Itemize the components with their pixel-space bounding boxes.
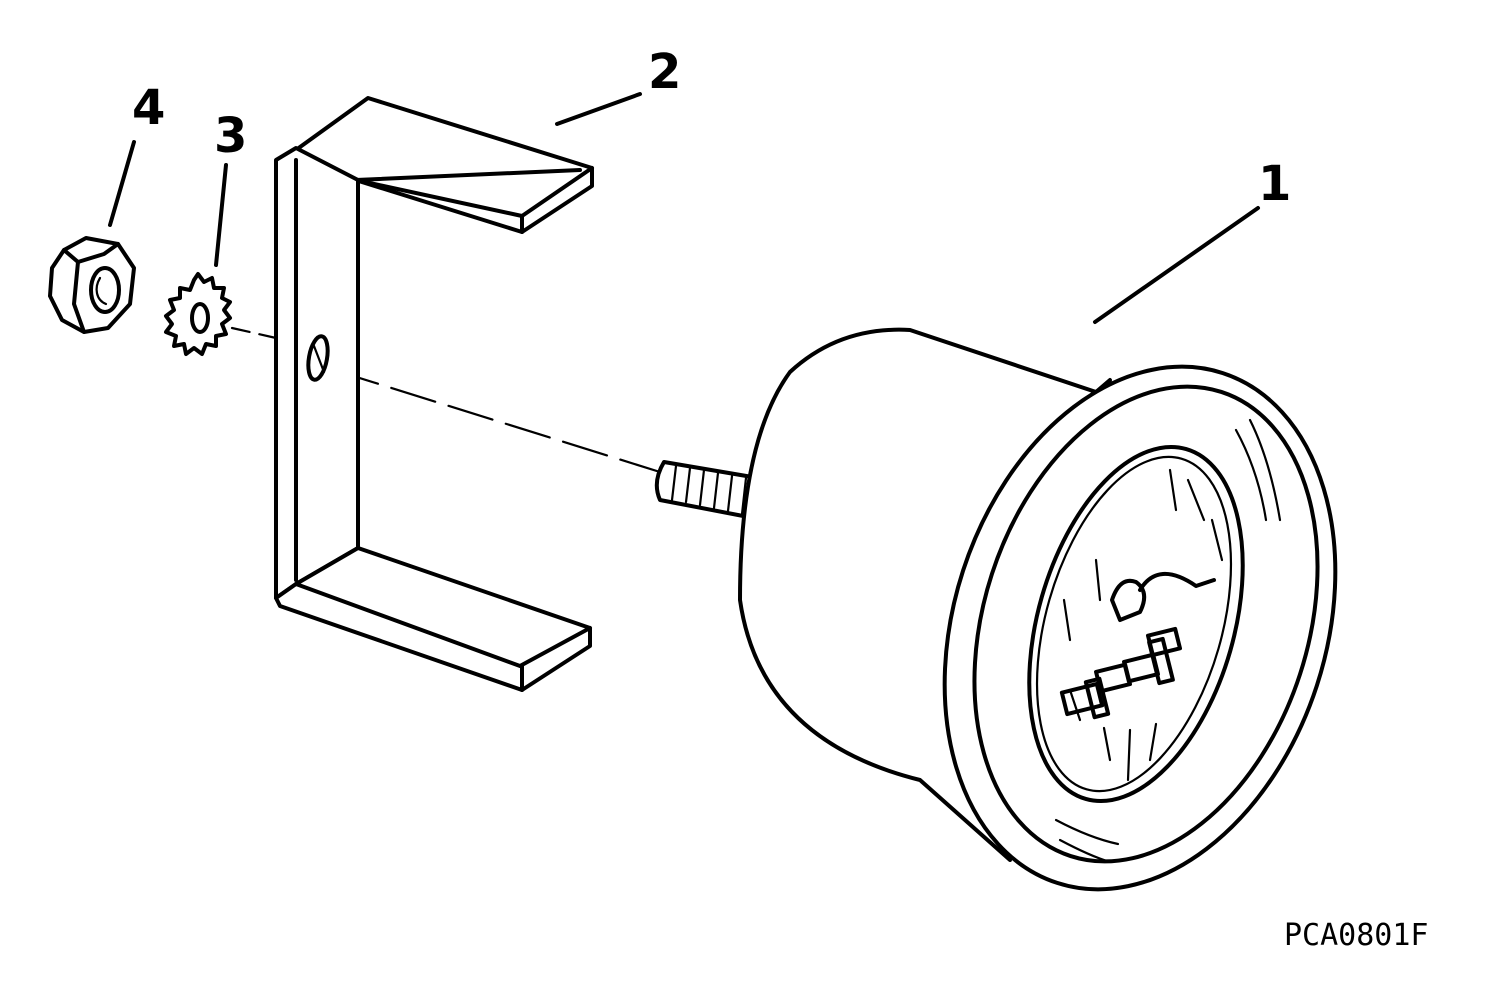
gauge [654, 327, 1338, 892]
callout-4: 4 [132, 80, 166, 136]
figure-code: PCA0801F [1284, 918, 1429, 953]
leader-line-3 [214, 163, 228, 267]
leader-line-2 [555, 92, 642, 126]
dial-markings [1059, 468, 1224, 782]
assembly-axis [230, 326, 662, 474]
hex-nut [48, 236, 136, 334]
mounting-bracket [274, 96, 594, 692]
callout-3: 3 [214, 108, 248, 164]
callout-1: 1 [1258, 156, 1292, 212]
lock-washer [164, 272, 232, 356]
leader-line-4 [108, 140, 136, 227]
gauge-dial [1027, 444, 1245, 804]
bracket-hole [306, 334, 330, 382]
callout-2: 2 [648, 44, 682, 100]
leader-line-1 [1093, 206, 1260, 324]
